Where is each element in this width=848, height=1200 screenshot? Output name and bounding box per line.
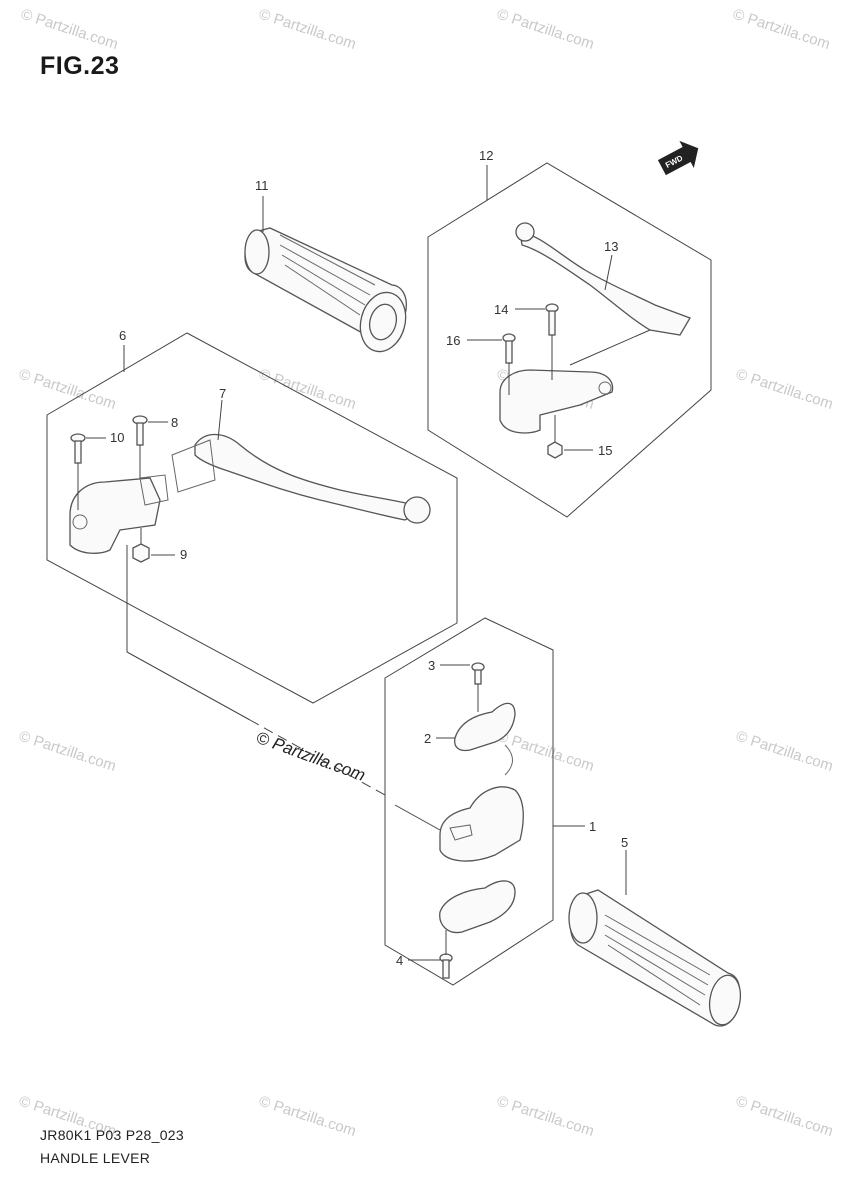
part-label-8: 8 (171, 415, 178, 430)
assembly-outline-6 (46, 332, 458, 704)
part-label-9: 9 (180, 547, 187, 562)
fwd-arrow-icon: FWD (657, 140, 699, 176)
connector-line (126, 545, 251, 721)
watermark: © Partzilla.com (734, 366, 835, 413)
switch-cover-2 (454, 702, 516, 752)
part-label-3: 3 (428, 658, 435, 673)
bolt-16 (502, 333, 516, 364)
lever-7 (194, 433, 422, 521)
bracket-detail (139, 474, 169, 506)
hidden-line (394, 804, 441, 831)
bracket-hole (72, 514, 88, 530)
assembly-outline-12 (427, 162, 712, 518)
figure-title: FIG.23 (40, 52, 120, 80)
switch-housing (439, 786, 524, 862)
grip-5 (568, 850, 742, 1027)
watermark: © Partzilla.com (495, 6, 596, 53)
diagram-name: HANDLE LEVER (40, 1150, 151, 1166)
right-bracket (499, 369, 614, 434)
bolt-8 (132, 415, 148, 446)
hidden-line (569, 329, 651, 366)
part-label-16: 16 (446, 333, 460, 348)
bolt-10 (70, 433, 86, 464)
part-label-13: 13 (604, 239, 618, 254)
watermark: © Partzilla.com (734, 1093, 835, 1140)
part-label-11: 11 (255, 178, 269, 193)
part-label-4: 4 (396, 953, 403, 968)
part-label-6: 6 (119, 328, 126, 343)
watermark: © Partzilla.com (257, 366, 358, 413)
leader-7 (217, 399, 223, 441)
right-bracket-hole (598, 381, 612, 395)
left-lever-assembly (46, 332, 458, 796)
diagram-code: JR80K1 P03 P28_023 (40, 1127, 184, 1143)
leader-13 (604, 254, 613, 291)
part-label-7: 7 (219, 386, 226, 401)
watermark: © Partzilla.com (19, 6, 120, 53)
nut-15 (547, 441, 563, 459)
watermark: © Partzilla.com (734, 728, 835, 775)
nut-9 (132, 543, 150, 563)
watermark: © Partzilla.com (257, 6, 358, 53)
assembly-outline-1 (384, 617, 554, 986)
part-label-1: 1 (589, 819, 596, 834)
part-label-10: 10 (110, 430, 124, 445)
part-label-14: 14 (494, 302, 508, 317)
lever-7-pivot (171, 439, 216, 493)
lever-13-ball-end (515, 222, 535, 242)
screw-3 (471, 662, 485, 685)
watermark: © Partzilla.com (495, 1093, 596, 1140)
watermark: © Partzilla.com (17, 366, 118, 413)
part-label-15: 15 (598, 443, 612, 458)
screw-4 (439, 953, 453, 979)
part-label-2: 2 (424, 731, 431, 746)
part-label-5: 5 (621, 835, 628, 850)
connector-dashed (249, 719, 386, 796)
lever-7-ball-end (403, 496, 431, 524)
switch-lower-clamp (439, 880, 516, 934)
part-labels: 6 7 8 10 9 11 12 13 14 16 15 3 2 1 5 4 (110, 148, 628, 968)
bolt-14 (545, 303, 559, 336)
switch-assembly (384, 617, 585, 986)
watermark: © Partzilla.com (731, 6, 832, 53)
grip-11 (244, 196, 407, 353)
part-label-12: 12 (479, 148, 493, 163)
watermark: © Partzilla.com (17, 728, 118, 775)
right-lever-assembly (427, 162, 712, 518)
lever-bracket (69, 477, 161, 554)
lever-13 (519, 231, 691, 336)
watermark: © Partzilla.com (257, 1093, 358, 1140)
